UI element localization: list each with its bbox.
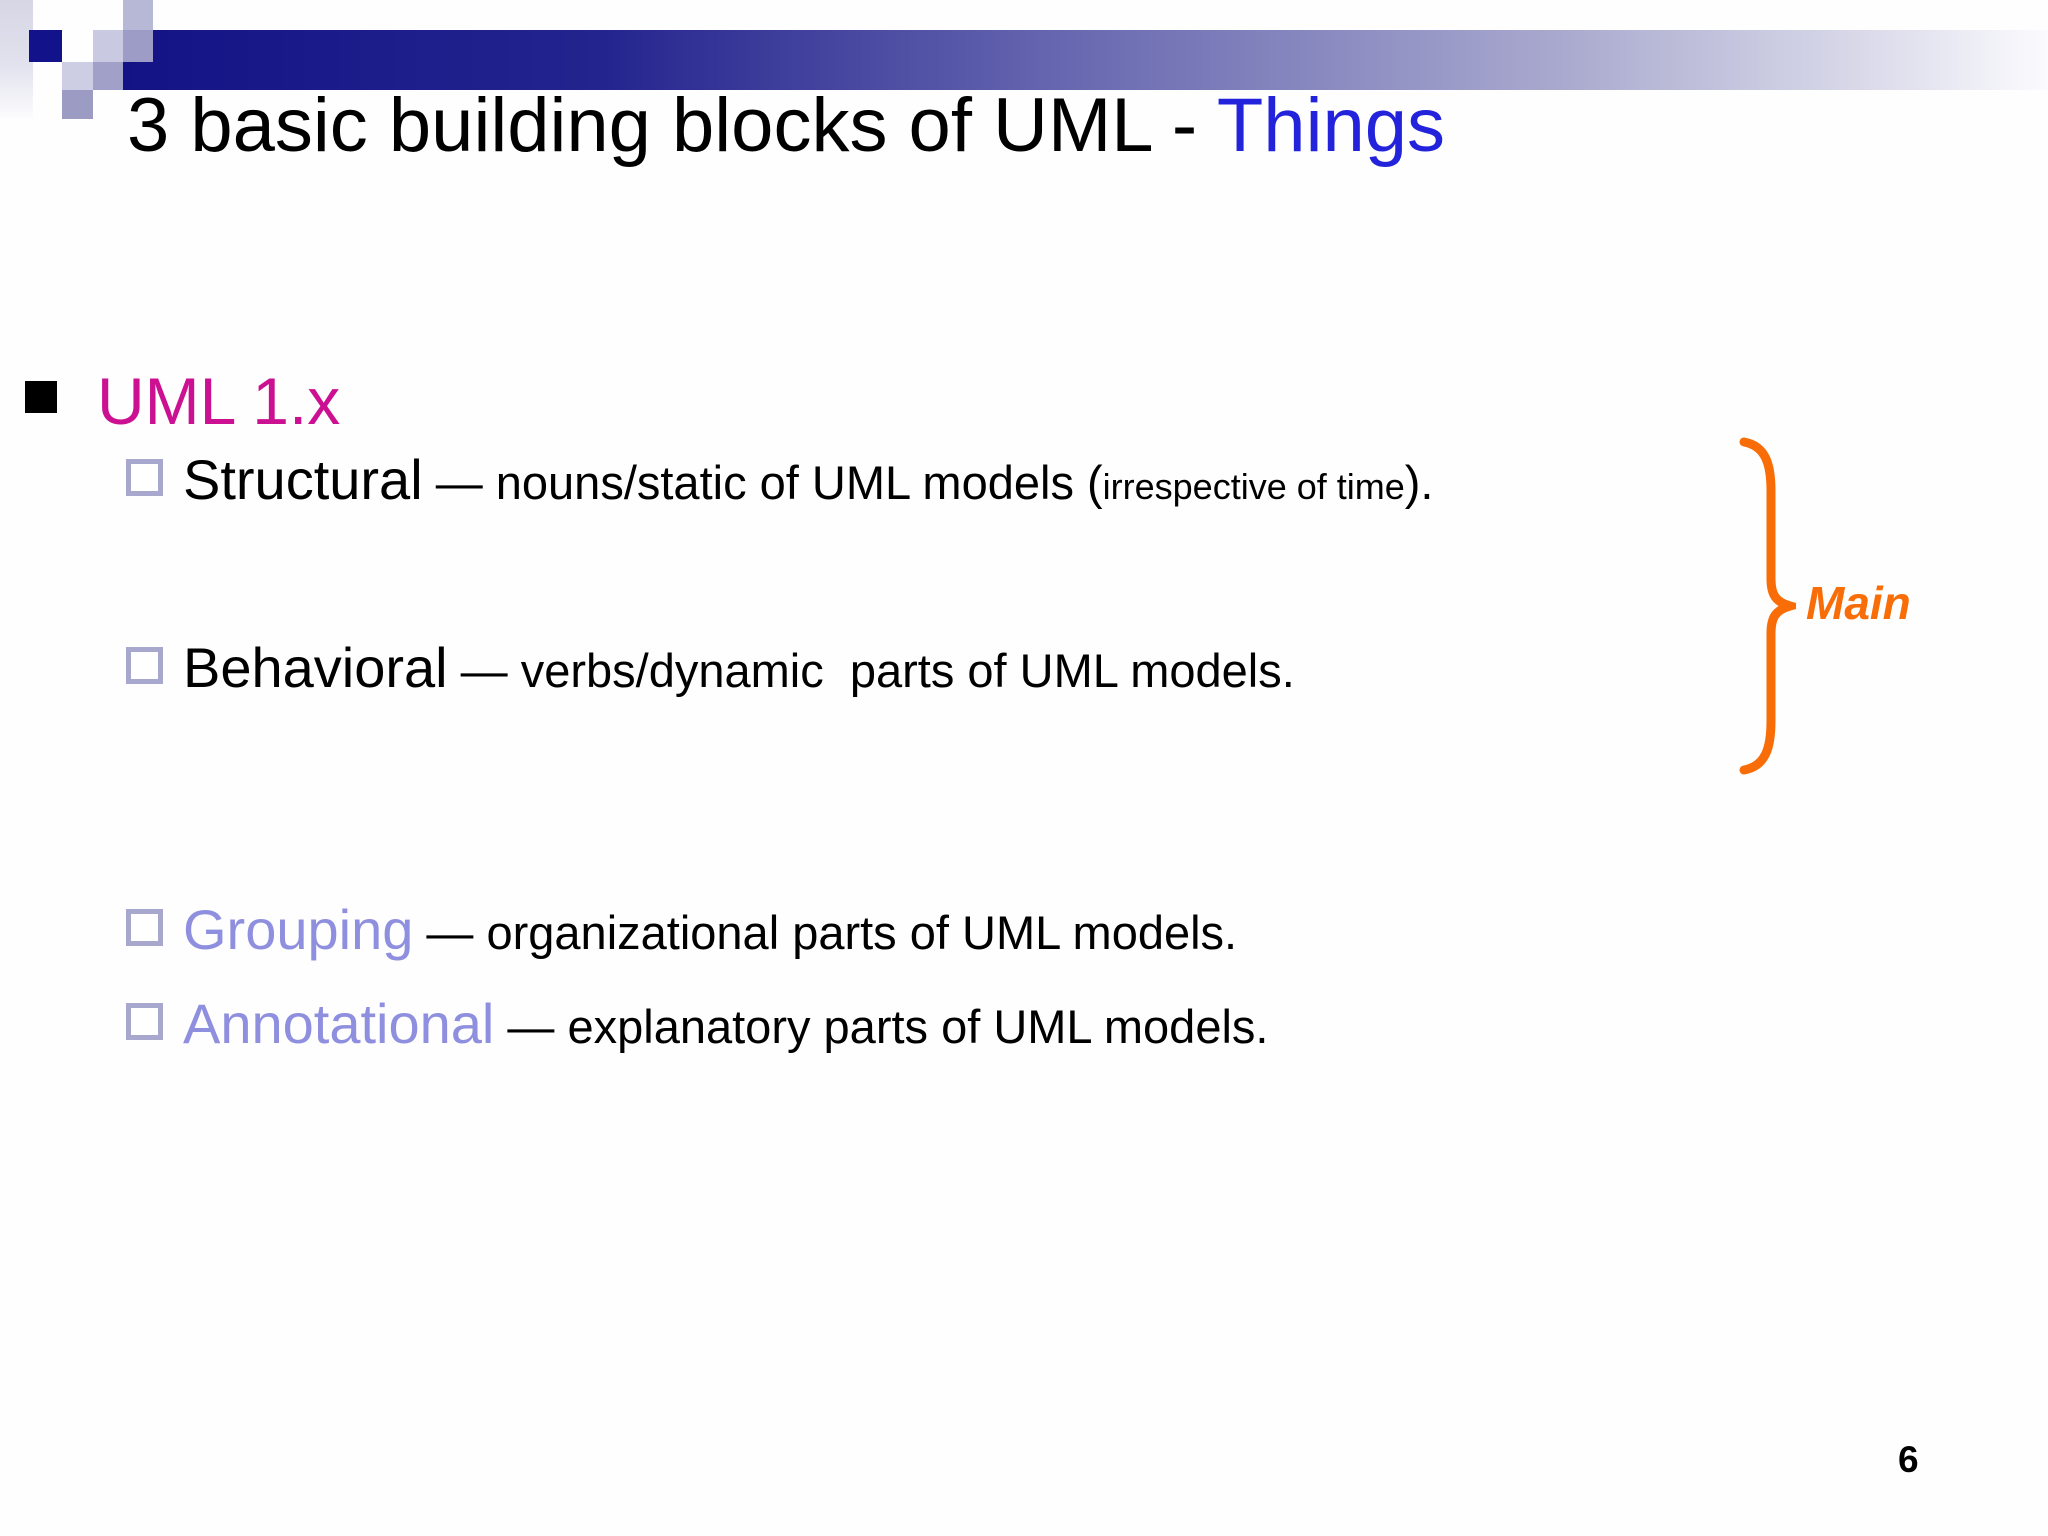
main-annotation-label: Main (1806, 577, 1911, 629)
item-small-note: irrespective of time (1102, 466, 1405, 507)
item-head: Annotational (183, 992, 495, 1055)
hollow-square-bullet-icon (126, 909, 163, 946)
list-item-annotational: Annotational — explanatory parts of UML … (126, 996, 1268, 1052)
list-item-behavioral: Behavioral — verbs/dynamic parts of UML … (126, 640, 1295, 696)
slide-title: 3 basic building blocks of UML - Things (127, 84, 1445, 168)
list-item-grouping: Grouping — organizational parts of UML m… (126, 902, 1237, 958)
mosaic-square (29, 30, 62, 62)
level1-bullet-icon (25, 381, 57, 413)
item-head: Behavioral (183, 636, 448, 699)
hollow-square-bullet-icon (126, 459, 163, 496)
mosaic-square (123, 0, 153, 30)
mosaic-square (93, 62, 123, 90)
mosaic-square (62, 90, 93, 119)
item-desc: — verbs/dynamic parts of UML models. (447, 644, 1295, 697)
corner-gradient-strip (0, 0, 33, 119)
item-desc: — explanatory parts of UML models. (494, 1000, 1269, 1053)
item-head: Structural (183, 448, 423, 511)
item-desc: — organizational parts of UML models. (413, 906, 1238, 959)
hollow-square-bullet-icon (126, 1003, 163, 1040)
mosaic-square (123, 30, 153, 62)
list-item-structural: Structural — nouns/static of UML models … (126, 452, 1433, 508)
slide-title-highlight: Things (1216, 83, 1445, 168)
top-gradient-bar (123, 30, 2048, 90)
mosaic-square (62, 62, 93, 90)
item-head: Grouping (183, 898, 414, 961)
mosaic-square (93, 30, 123, 62)
item-desc-end: ). (1404, 456, 1434, 509)
page-number: 6 (1898, 1439, 1919, 1480)
item-desc: — nouns/static of UML models ( (422, 456, 1103, 509)
slide-title-text: 3 basic building blocks of UML - (127, 83, 1217, 168)
curly-brace-icon (1739, 437, 1796, 775)
level1-heading: UML 1.x (97, 364, 341, 438)
hollow-square-bullet-icon (126, 647, 163, 684)
